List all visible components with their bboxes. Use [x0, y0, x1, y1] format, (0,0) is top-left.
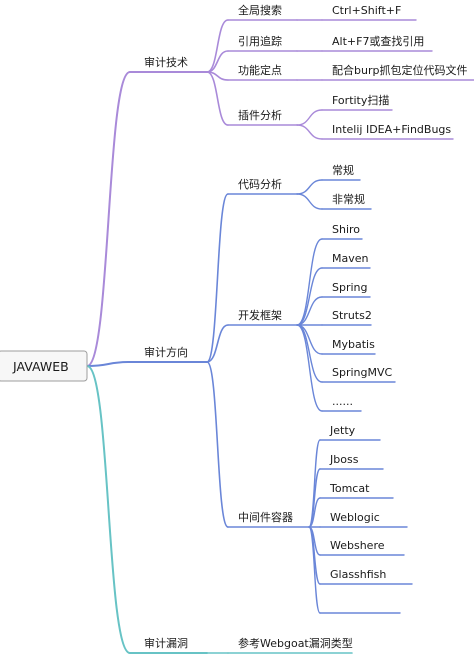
edge-sub-1-1-to-leaf-1: [296, 267, 323, 326]
edge-branch-1-to-sub-0: [206, 193, 229, 363]
leaf-label-1-1-2: Spring: [332, 281, 368, 294]
leaf-label-1-2-1: Jboss: [329, 453, 359, 466]
leaf-label-1-2-0: Jetty: [329, 424, 356, 437]
edge-branch-0-to-sub-3: [206, 71, 229, 126]
sub-label-1-2: 中间件容器: [238, 510, 293, 524]
edge-branch-1-to-sub-2: [206, 361, 229, 528]
leaf-label-1-1-0: Shiro: [332, 223, 360, 236]
edge-sub-1-1-to-leaf-2: [296, 296, 323, 326]
leaf-label-0-3-1: Intelij IDEA+FindBugs: [332, 123, 451, 136]
edge-sub-0-3-to-leaf-0: [296, 109, 323, 126]
edge-root-to-branch-0: [86, 71, 131, 367]
leaf-label-1-2-4: Webshere: [330, 539, 385, 552]
sub-label-0-0: 全局搜索: [238, 3, 282, 17]
root-node-box: [0, 350, 88, 382]
edge-sub-1-2-to-leaf-2: [308, 497, 321, 528]
leaf-label-0-2-0: 配合burp抓包定位代码文件: [332, 63, 467, 77]
edge-sub-0-3-to-leaf-1: [296, 124, 323, 140]
edge-branch-0-to-sub-1: [206, 50, 229, 73]
edge-root-to-branch-1: [86, 361, 131, 367]
sub-label-0-1: 引用追踪: [238, 34, 282, 48]
edge-sub-1-0-to-leaf-0: [296, 179, 323, 195]
leaf-label-0-0-0: Ctrl+Shift+F: [332, 4, 401, 17]
leaf-label-1-1-3: Struts2: [332, 309, 372, 322]
leaf-label-1-1-1: Maven: [332, 252, 369, 265]
edge-branch-0-to-sub-0: [206, 19, 229, 73]
branch-label-0: 审计技术: [144, 55, 188, 69]
sub-label-1-1: 开发框架: [238, 308, 282, 322]
leaf-label-1-2-2: Tomcat: [329, 482, 370, 495]
sub-label-1-0: 代码分析: [238, 177, 282, 191]
leaf-label-1-2-3: Weblogic: [330, 511, 380, 524]
leaf-label-1-2-5: Glasshfish: [330, 568, 386, 581]
branch-label-1: 审计方向: [144, 345, 188, 359]
edge-sub-1-1-to-leaf-4: [296, 324, 323, 355]
branch-label-2: 审计漏洞: [144, 636, 188, 650]
edge-sub-1-0-to-leaf-1: [296, 193, 323, 210]
leaf-label-1-1-4: Mybatis: [332, 338, 375, 351]
edge-sub-1-2-to-leaf-6: [308, 526, 321, 614]
edges-layer: [86, 19, 474, 654]
edge-branch-1-to-sub-1: [206, 324, 229, 363]
root-node-label: JAVAWEB: [12, 359, 69, 374]
sub-label-2-0: 参考Webgoat漏洞类型: [238, 636, 353, 650]
edge-root-to-branch-2: [86, 365, 131, 654]
leaf-label-1-1-6: ......: [332, 395, 353, 408]
sub-label-0-3: 插件分析: [238, 108, 282, 122]
leaf-label-1-0-0: 常规: [332, 163, 354, 177]
sub-label-0-2: 功能定点: [238, 63, 282, 77]
leaf-label-1-0-1: 非常规: [332, 192, 365, 206]
leaf-label-1-1-5: SpringMVC: [332, 366, 393, 379]
edge-sub-1-1-to-leaf-6: [296, 324, 323, 412]
edge-sub-1-1-to-leaf-0: [296, 238, 323, 326]
leaf-label-0-1-0: Alt+F7或查找引用: [332, 34, 424, 48]
nodes-layer: JAVAWEB 审计技术 全局搜索 Ctrl+Shift+F 引用追踪 Alt+F7或查找…: [0, 3, 467, 650]
leaf-label-0-3-0: Fortity扫描: [332, 93, 389, 107]
